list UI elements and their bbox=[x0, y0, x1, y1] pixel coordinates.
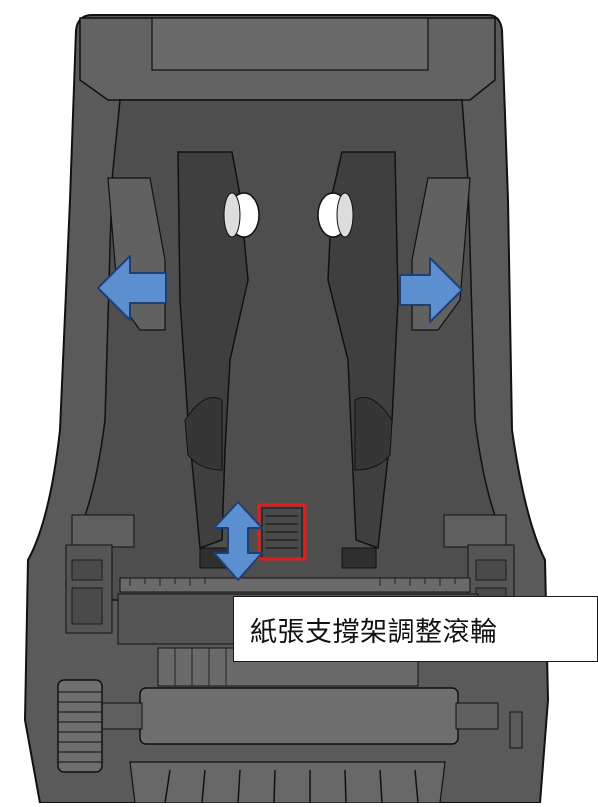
arrow-right-icon bbox=[399, 257, 463, 323]
left-arm-recess bbox=[184, 397, 223, 471]
right-bracket bbox=[443, 514, 507, 548]
platen-shaft-right bbox=[455, 702, 499, 730]
tear-bar bbox=[129, 761, 446, 804]
callout-text: 紙張支撐架調整滾輪 bbox=[250, 616, 498, 648]
hinge-top-strip bbox=[151, 17, 429, 71]
platen-roller bbox=[139, 687, 459, 745]
right-arm-foot bbox=[341, 547, 377, 569]
right-arm-recess bbox=[354, 397, 393, 471]
arrow-left-icon bbox=[97, 255, 167, 321]
platen-shaft-left bbox=[99, 702, 143, 730]
drive-gear bbox=[57, 679, 103, 773]
callout-label: 紙張支撐架調整滾輪 bbox=[233, 596, 598, 662]
media-guide-scale bbox=[119, 577, 471, 593]
arrow-up-down-icon bbox=[213, 501, 263, 581]
left-bracket bbox=[71, 514, 135, 548]
right-latch bbox=[509, 711, 523, 749]
adjustment-wheel-highlight bbox=[257, 503, 307, 561]
